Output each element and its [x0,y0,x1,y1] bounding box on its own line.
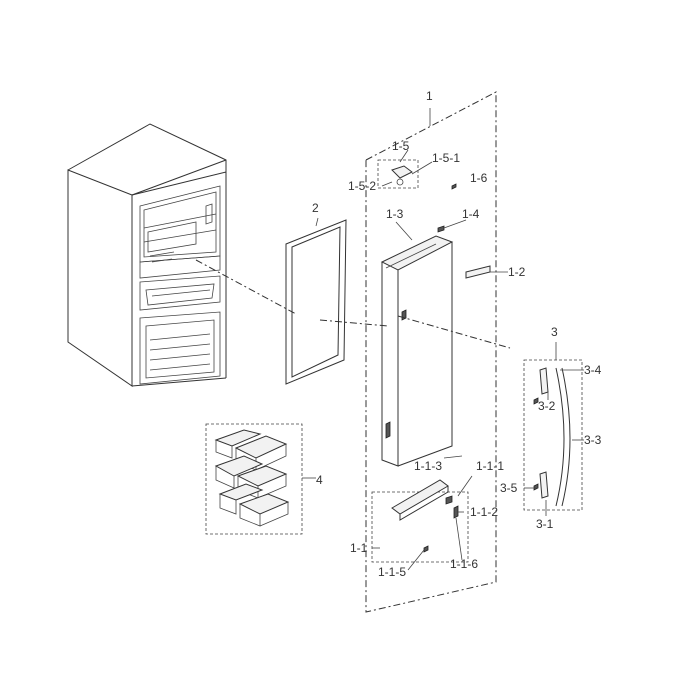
label-1-1-5: 1-1-5 [378,565,406,579]
hinge-cover-box [377,159,419,189]
door-assembly-boundary [365,91,497,613]
label-1-4: 1-4 [462,207,480,221]
label-1-1-1: 1-1-1 [476,459,504,473]
label-4: 4 [316,473,323,487]
door-gasket [285,219,347,385]
label-3-3: 3-3 [584,433,602,447]
label-1-3: 1-3 [386,207,404,221]
label-3: 3 [551,325,558,339]
refrigerator-cabinet [67,123,227,387]
dispenser-panel [371,479,469,563]
label-1-5-2: 1-5-2 [348,179,376,193]
label-1-2: 1-2 [508,265,526,279]
part-labels: 1 1-5 1-5-1 1-5-2 1-6 1-3 1-4 1-2 2 3 3-… [312,89,602,579]
label-1-1-3: 1-1-3 [414,459,442,473]
refrigerator-door [380,235,454,467]
leader-lines [302,108,584,571]
label-1: 1 [426,89,433,103]
label-1-1-6: 1-1-6 [450,557,478,571]
label-3-1: 3-1 [536,517,554,531]
label-2: 2 [312,201,319,215]
alignment-lines [195,259,511,349]
label-3-5: 3-5 [500,481,518,495]
small-parts [437,183,491,279]
label-1-6: 1-6 [470,171,488,185]
door-handle-assembly [523,359,583,511]
label-3-4: 3-4 [584,363,602,377]
label-1-5-1: 1-5-1 [432,151,460,165]
label-3-2: 3-2 [538,399,556,413]
label-1-1: 1-1 [350,541,368,555]
label-1-5: 1-5 [392,139,410,153]
door-bins-box [205,423,303,535]
label-1-1-2: 1-1-2 [470,505,498,519]
